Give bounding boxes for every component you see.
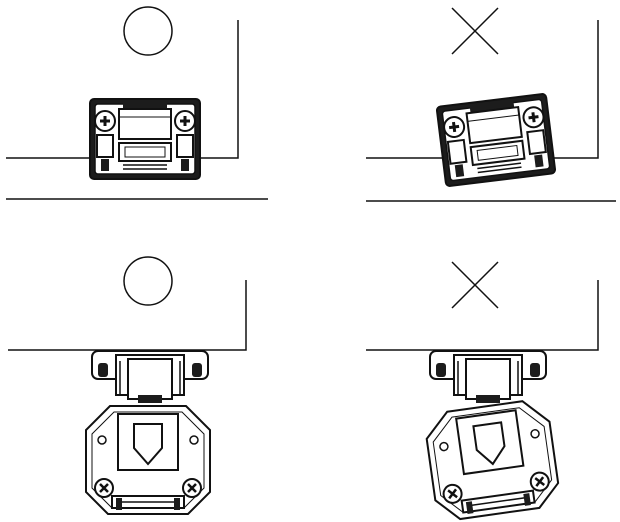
box-outline	[366, 280, 599, 351]
hinge-aligned	[429, 350, 547, 404]
strike-plate-tilted	[422, 396, 563, 522]
box-outline	[6, 20, 239, 159]
panel-top-left	[6, 6, 268, 200]
correct-circle-icon	[123, 256, 173, 306]
incorrect-cross-icon	[451, 261, 499, 309]
panel-bottom-left	[8, 256, 247, 516]
incorrect-cross-icon	[451, 7, 499, 55]
latch-tilted	[435, 92, 557, 188]
panel-top-right	[366, 7, 616, 202]
strike-plate-aligned	[84, 404, 212, 516]
panel-bottom-right	[366, 261, 599, 522]
box-outline	[8, 280, 247, 351]
correct-circle-icon	[123, 6, 173, 56]
latch-level	[88, 97, 202, 181]
hinge-aligned	[91, 350, 209, 404]
